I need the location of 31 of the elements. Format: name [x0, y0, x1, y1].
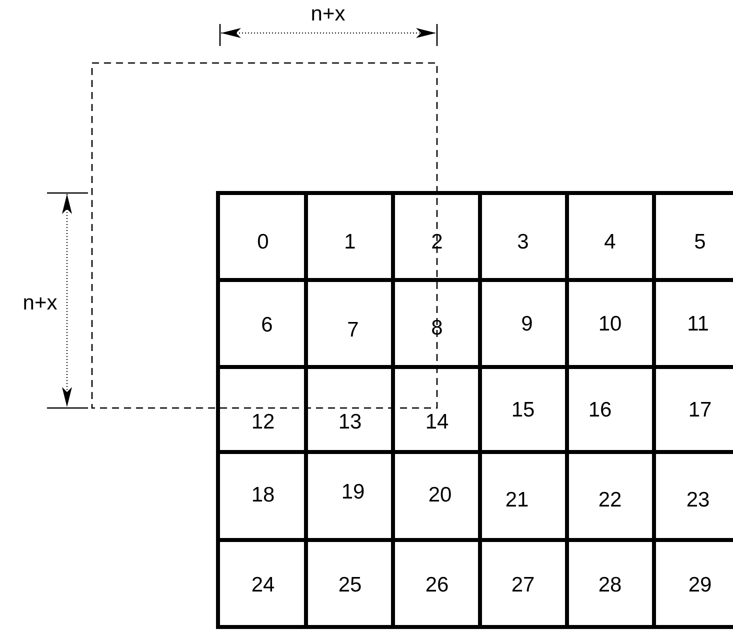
grid-number: 10 — [598, 314, 622, 334]
grid-number: 4 — [604, 232, 616, 252]
grid-number: 24 — [251, 574, 275, 596]
grid-number: 26 — [425, 574, 449, 596]
grid-number: 20 — [428, 484, 452, 506]
grid-number: 28 — [598, 574, 622, 596]
dimension-label: n+x — [310, 4, 346, 24]
grid-number: 3 — [517, 232, 529, 252]
grid-number: 6 — [261, 314, 273, 336]
grid-number: 1 — [344, 232, 356, 252]
grid-number: 12 — [251, 412, 275, 432]
grid-number: 14 — [425, 412, 449, 432]
grid-number: 22 — [598, 490, 622, 510]
grid-number: 13 — [338, 412, 362, 432]
grid-number: 0 — [257, 232, 269, 252]
grid-number: 27 — [511, 574, 535, 596]
grid-number: 29 — [688, 574, 712, 596]
grid-number: 7 — [347, 320, 359, 340]
grid-number: 15 — [511, 400, 535, 420]
grid-number: 21 — [505, 490, 529, 510]
grid-number: 19 — [341, 482, 365, 502]
grid-number: 5 — [694, 232, 706, 252]
grid-number: 11 — [687, 314, 709, 334]
dimension-label: n+x — [22, 292, 58, 314]
grid-number: 17 — [688, 400, 712, 420]
grid-number: 23 — [686, 490, 710, 510]
grid-number: 16 — [588, 400, 612, 420]
grid-number: 25 — [338, 574, 362, 596]
grid-number: 9 — [521, 314, 533, 334]
grid-number: 8 — [431, 318, 443, 338]
grid-number: 18 — [251, 484, 275, 506]
